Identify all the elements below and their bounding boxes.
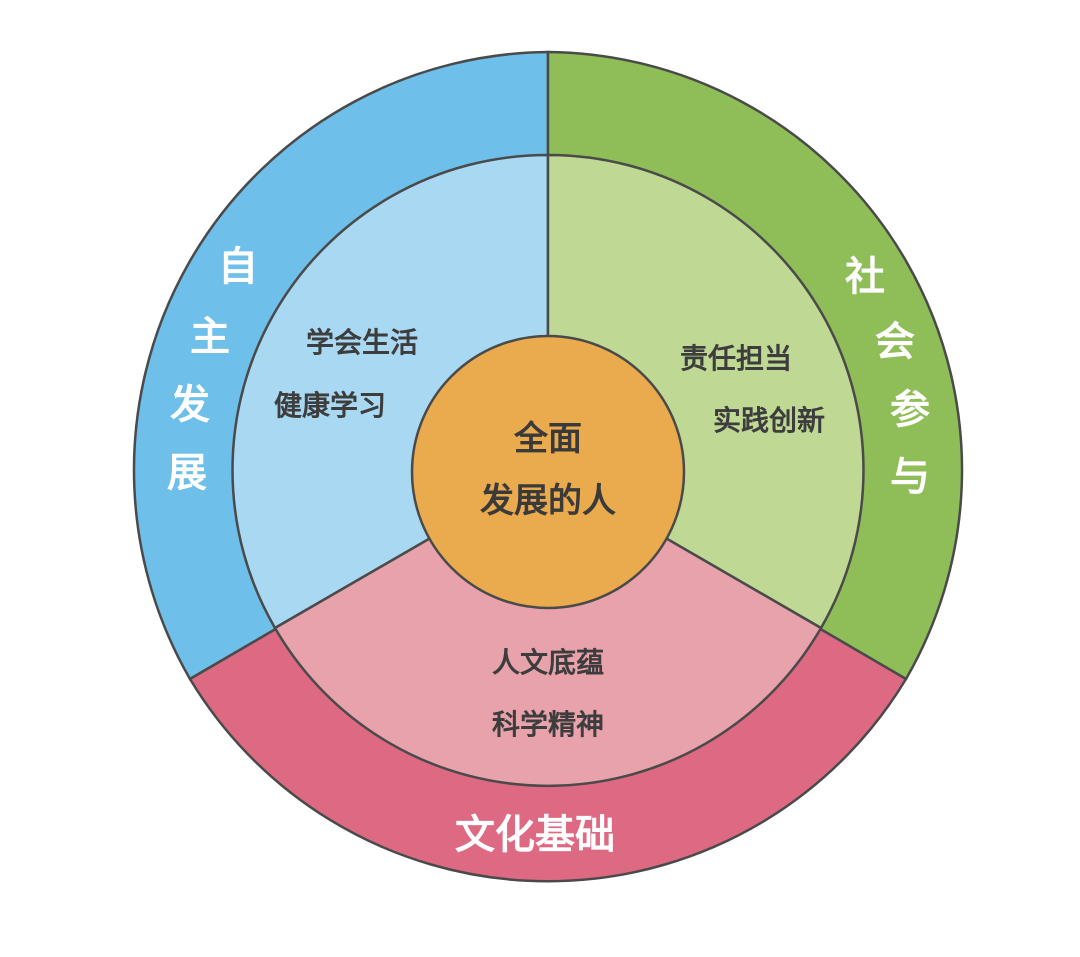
outer-left-char-1: 自 [218, 244, 258, 290]
inner-left-line2: 健康学习 [274, 389, 386, 422]
center-label-line1: 全面 [513, 419, 582, 459]
outer-left-char-4: 展 [167, 450, 207, 496]
inner-bottom-line2: 科学精神 [492, 708, 604, 741]
inner-bottom-line1: 人文底蕴 [492, 646, 604, 679]
inner-left-line1: 学会生活 [306, 326, 418, 359]
inner-right-line2: 实践创新 [713, 404, 825, 437]
inner-right-line1: 责任担当 [680, 342, 792, 375]
outer-right-char-3: 参 [890, 387, 930, 433]
outer-left-char-2: 主 [190, 314, 230, 360]
inner-sector-cultural-foundation [273, 468, 823, 788]
center-label-line2: 发展的人 [480, 481, 616, 521]
center-circle [410, 334, 686, 610]
outer-right-char-2: 会 [875, 319, 915, 365]
outer-bottom-label: 文化基础 [455, 812, 615, 858]
outer-right-char-1: 社 [845, 254, 885, 300]
outer-left-char-3: 发 [170, 382, 210, 428]
outer-right-char-4: 与 [890, 454, 930, 500]
